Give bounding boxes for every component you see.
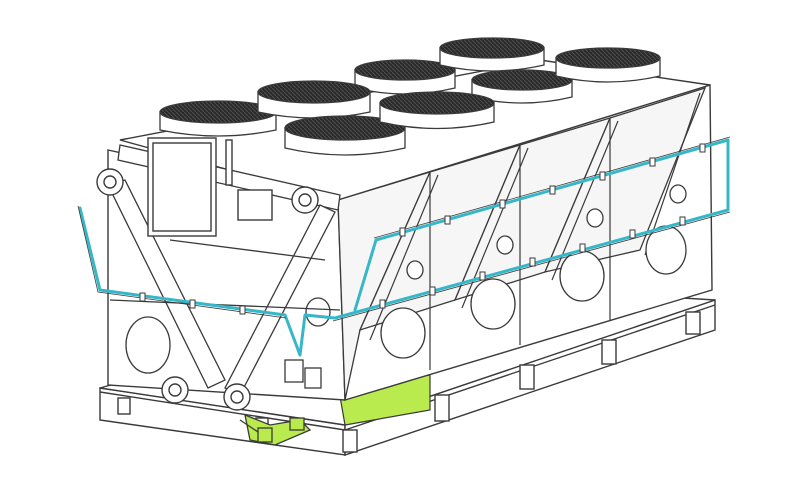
spray-nozzles	[139, 143, 706, 315]
fan-front-4	[379, 91, 495, 130]
fan-front-1	[159, 100, 277, 137]
fan-rear-4	[555, 47, 661, 83]
fan-front-3	[284, 115, 406, 156]
fan-rear-3	[471, 69, 573, 104]
fans-rear-row	[354, 37, 661, 104]
side-openings	[380, 184, 687, 359]
fans-front-row	[159, 80, 495, 156]
v-frame-lines	[369, 92, 701, 370]
flanged-connections	[96, 168, 319, 411]
fan-front-2	[257, 80, 371, 119]
v-frame-sections	[337, 86, 707, 401]
control-cabinet	[147, 137, 273, 237]
valve-assembly	[239, 359, 322, 446]
fan-rear-2	[439, 37, 545, 72]
